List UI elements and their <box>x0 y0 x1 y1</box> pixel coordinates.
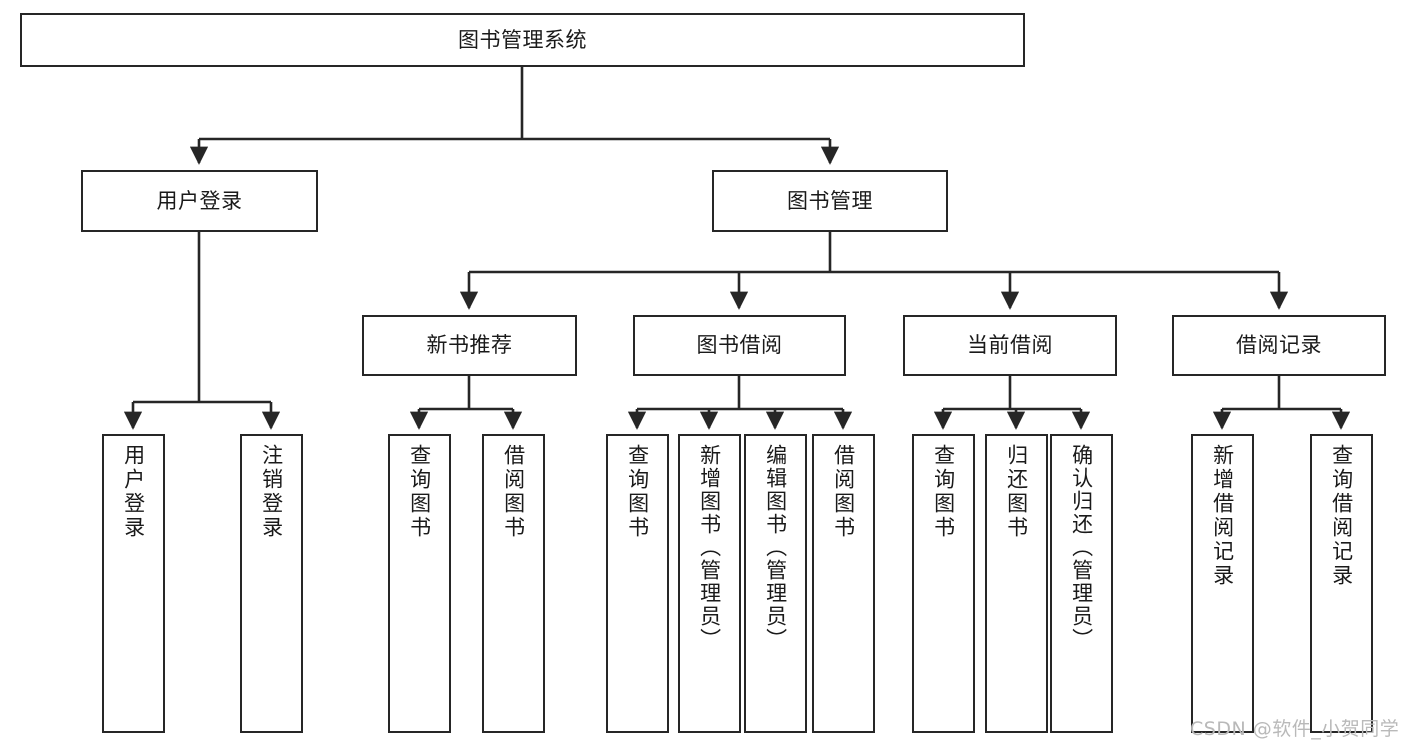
node-leaf-edit-book-label: 编辑图书（管理员） <box>763 444 788 651</box>
node-current-borrow[interactable]: 当前借阅 <box>903 315 1117 376</box>
node-borrow-record[interactable]: 借阅记录 <box>1172 315 1386 376</box>
node-book-manage-label: 图书管理 <box>787 188 873 213</box>
node-leaf-query-book-2[interactable]: 查询图书 <box>606 434 669 733</box>
node-book-borrow[interactable]: 图书借阅 <box>633 315 846 376</box>
node-leaf-borrow-book-1-label: 借阅图书 <box>501 444 526 540</box>
node-leaf-query-book-3[interactable]: 查询图书 <box>912 434 975 733</box>
node-leaf-query-book-1-label: 查询图书 <box>407 444 432 540</box>
node-leaf-add-book[interactable]: 新增图书（管理员） <box>678 434 741 733</box>
node-leaf-query-record[interactable]: 查询借阅记录 <box>1310 434 1373 733</box>
node-leaf-add-record-label: 新增借阅记录 <box>1210 444 1235 588</box>
node-leaf-user-login[interactable]: 用户登录 <box>102 434 165 733</box>
node-leaf-logout-label: 注销登录 <box>259 444 284 540</box>
node-leaf-user-login-label: 用户登录 <box>121 444 146 540</box>
node-current-borrow-label: 当前借阅 <box>967 333 1053 358</box>
node-leaf-confirm-return-label: 确认归还（管理员） <box>1069 444 1094 651</box>
node-leaf-logout[interactable]: 注销登录 <box>240 434 303 733</box>
node-user-login-label: 用户登录 <box>156 188 243 213</box>
node-leaf-return-book[interactable]: 归还图书 <box>985 434 1048 733</box>
node-user-login[interactable]: 用户登录 <box>81 170 318 232</box>
node-leaf-query-book-2-label: 查询图书 <box>625 444 650 540</box>
node-leaf-query-record-label: 查询借阅记录 <box>1329 444 1354 588</box>
node-book-manage[interactable]: 图书管理 <box>712 170 948 232</box>
node-borrow-record-label: 借阅记录 <box>1236 333 1322 358</box>
node-leaf-add-record[interactable]: 新增借阅记录 <box>1191 434 1254 733</box>
node-leaf-borrow-book-1[interactable]: 借阅图书 <box>482 434 545 733</box>
node-leaf-query-book-3-label: 查询图书 <box>931 444 956 540</box>
node-root[interactable]: 图书管理系统 <box>20 13 1025 67</box>
node-leaf-query-book-1[interactable]: 查询图书 <box>388 434 451 733</box>
node-leaf-borrow-book-2-label: 借阅图书 <box>831 444 856 540</box>
node-leaf-return-book-label: 归还图书 <box>1004 444 1029 540</box>
node-leaf-confirm-return[interactable]: 确认归还（管理员） <box>1050 434 1113 733</box>
node-new-book-rec[interactable]: 新书推荐 <box>362 315 577 376</box>
csdn-watermark: CSDN @软件_小贺同学 <box>1190 718 1400 740</box>
node-new-book-rec-label: 新书推荐 <box>426 333 513 358</box>
node-leaf-borrow-book-2[interactable]: 借阅图书 <box>812 434 875 733</box>
node-leaf-edit-book[interactable]: 编辑图书（管理员） <box>744 434 807 733</box>
node-book-borrow-label: 图书借阅 <box>696 333 783 358</box>
node-root-label: 图书管理系统 <box>458 27 587 52</box>
node-leaf-add-book-label: 新增图书（管理员） <box>697 444 722 651</box>
